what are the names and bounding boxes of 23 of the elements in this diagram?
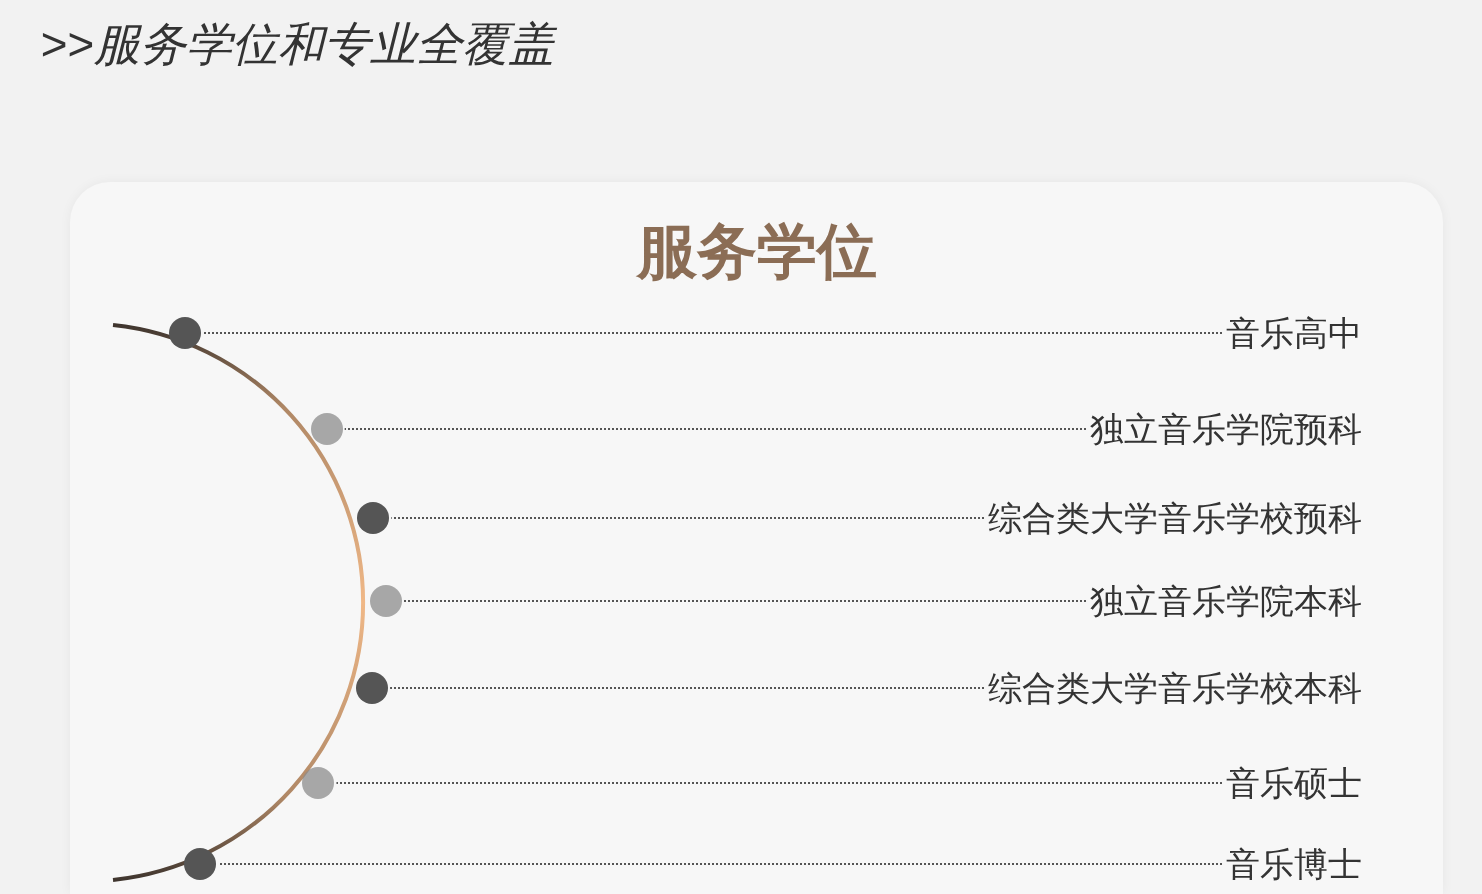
degree-label: 独立音乐学院预科 xyxy=(1090,409,1362,449)
leader-line xyxy=(201,332,1223,334)
timeline-dot xyxy=(356,672,389,704)
timeline-dot xyxy=(302,767,335,799)
timeline-dot xyxy=(310,413,343,445)
timeline-dot xyxy=(357,502,390,534)
degree-label: 综合类大学音乐学校本科 xyxy=(988,668,1362,708)
leader-line xyxy=(403,600,1087,602)
leader-line xyxy=(343,428,1087,430)
degree-label: 音乐硕士 xyxy=(1226,763,1362,803)
timeline-dot xyxy=(184,848,217,880)
timeline-dot xyxy=(370,585,402,617)
leader-line xyxy=(389,687,985,689)
leader-line xyxy=(217,863,1223,865)
leader-line xyxy=(390,517,985,519)
degree-label: 综合类大学音乐学校预科 xyxy=(988,498,1362,538)
degree-label: 音乐高中 xyxy=(1226,313,1362,353)
card-panel xyxy=(70,182,1443,894)
card-heading: 服务学位 xyxy=(636,218,877,285)
timeline-dot xyxy=(168,317,201,349)
leader-line xyxy=(335,782,1223,784)
degree-label: 音乐博士 xyxy=(1226,844,1362,884)
degree-label: 独立音乐学院本科 xyxy=(1090,581,1362,621)
